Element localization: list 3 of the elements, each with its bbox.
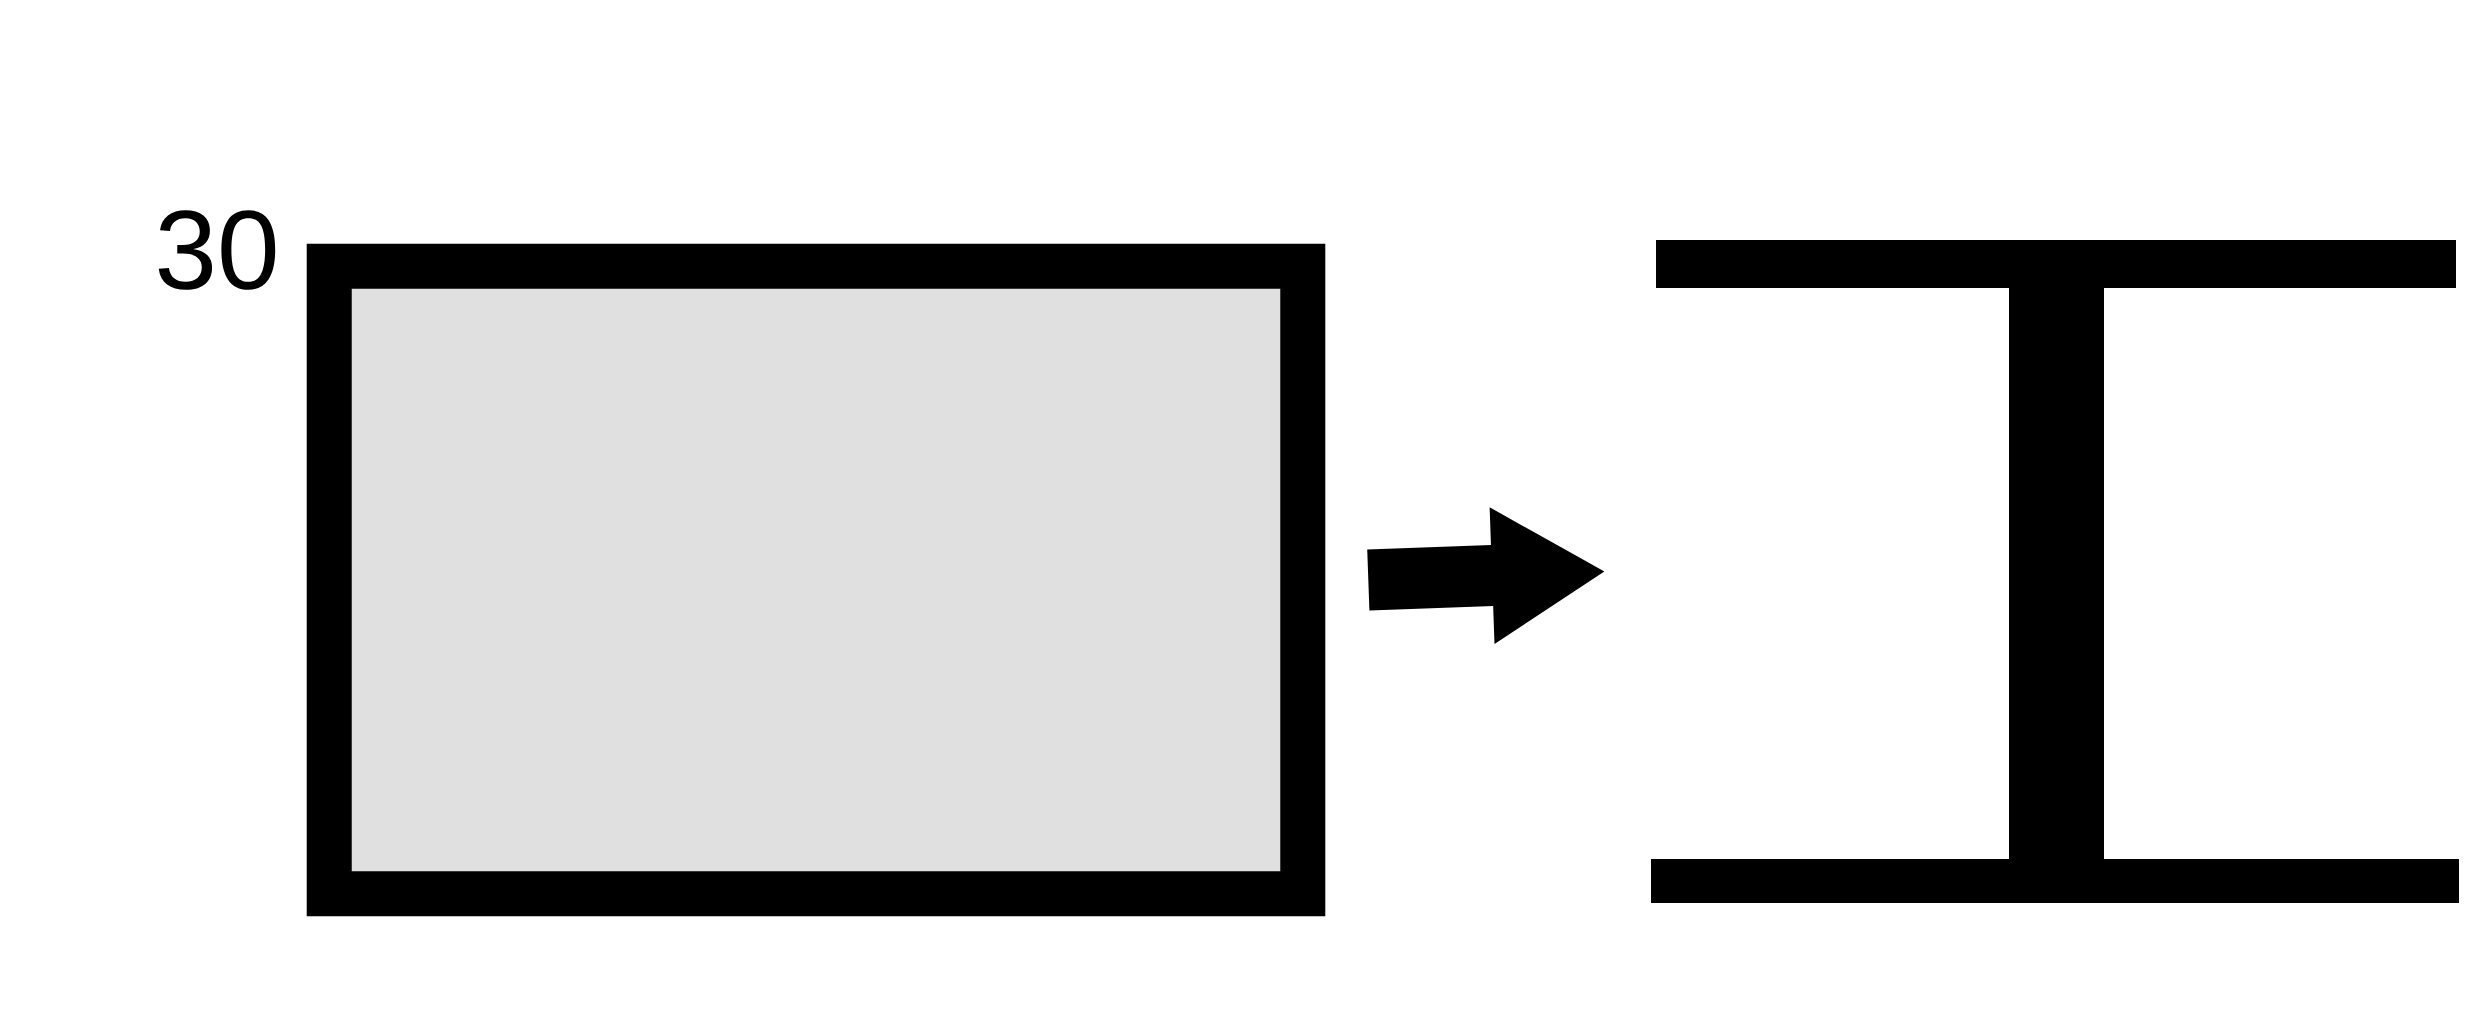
i-beam-drawing <box>1651 240 2459 903</box>
label: 30 <box>158 210 276 290</box>
box <box>306 243 1326 917</box>
